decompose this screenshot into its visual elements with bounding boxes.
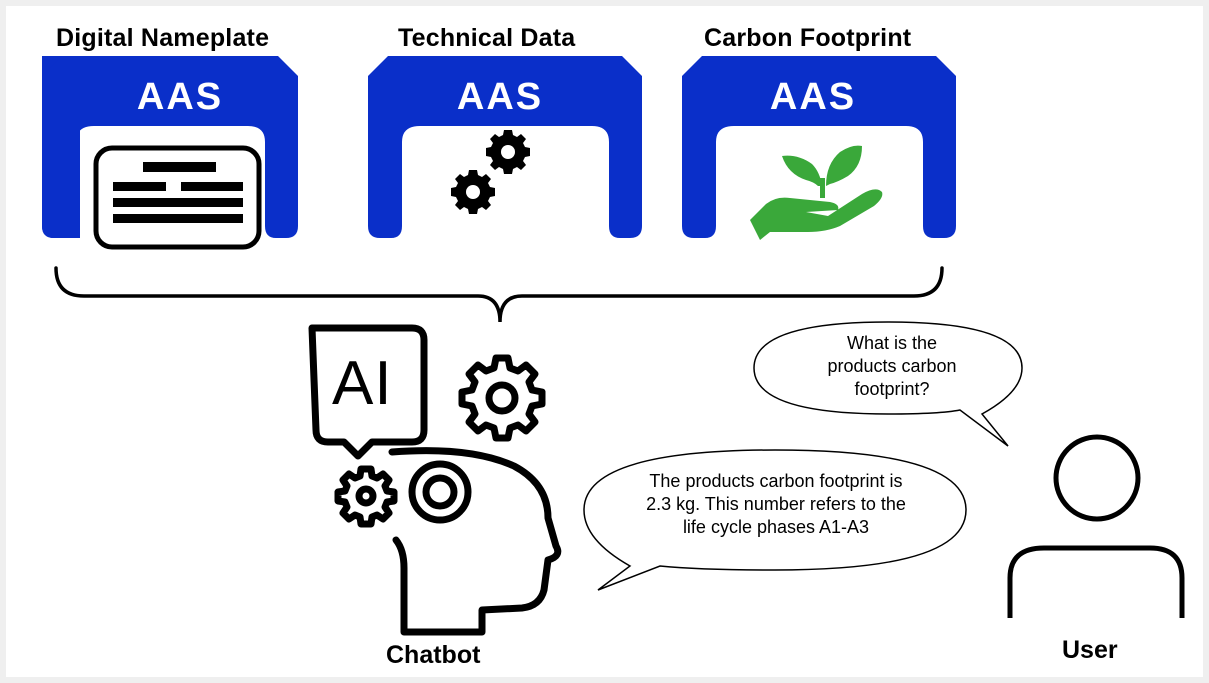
bot-answer-line: life cycle phases A1-A3 [682,517,870,537]
bot-answer: The products carbon footprint is 2.3 kg.… [606,470,946,539]
header-carbon-footprint: Carbon Footprint [704,24,912,52]
aas-arch-technical [368,56,642,238]
curly-brace [54,266,944,323]
user-label: User [1062,636,1118,664]
user-question: What is the products carbon footprint? [782,332,1002,401]
bot-answer-line: The products carbon footprint is [649,471,903,491]
header-digital-nameplate: Digital Nameplate [56,24,270,52]
aas-arch-nameplate [42,56,298,238]
ai-head-icon [308,324,562,636]
aas-label-technical: AAS [456,76,544,118]
user-question-line: products carbon [827,356,957,376]
user-icon [1007,434,1185,618]
document-card-icon [93,145,262,250]
ai-text: AI [332,349,393,418]
user-speech-bubble [753,321,1023,447]
header-technical-data: Technical Data [398,24,576,52]
aas-label-nameplate: AAS [136,76,224,118]
diagram-canvas: Digital Nameplate Technical Data Carbon … [6,6,1203,677]
bot-answer-line: 2.3 kg. This number refers to the [646,494,906,514]
aas-label-carbon: AAS [769,76,857,118]
aas-arch-carbon [682,56,956,238]
chatbot-label: Chatbot [386,641,481,669]
user-question-line: What is the [846,333,938,353]
user-question-line: footprint? [854,379,930,399]
plant-hand-icon [750,145,883,240]
bot-speech-bubble [583,449,967,591]
gears-icon [451,130,530,214]
